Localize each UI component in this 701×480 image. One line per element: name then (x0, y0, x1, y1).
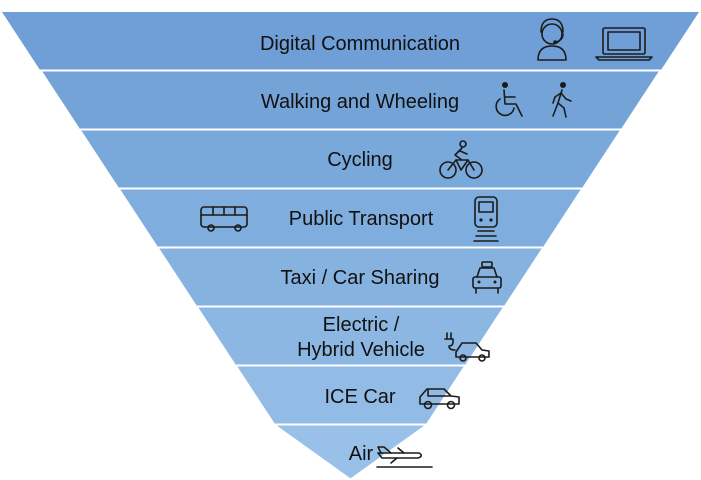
band-cycling (81, 130, 620, 188)
car-icon (419, 388, 460, 410)
bus-icon (200, 206, 248, 232)
level-label-ice-car: ICE Car (324, 386, 395, 408)
pyramid-level-ice-car: ICE Car (237, 366, 464, 424)
train-icon (473, 196, 499, 242)
taxi-icon (472, 261, 502, 294)
wheelchair-icon (495, 82, 523, 117)
laptop-icon (595, 27, 653, 61)
pyramid-level-taxi-car-sharing: Taxi / Car Sharing (159, 248, 542, 306)
level-label-cycling: Cycling (327, 149, 393, 171)
level-label-digital-communication: Digital Communication (260, 33, 460, 55)
level-label-hybrid-vehicle: Hybrid Vehicle (297, 339, 425, 361)
band-taxi-car-sharing (159, 248, 542, 306)
pyramid-level-walking-and-wheeling: Walking and Wheeling (42, 71, 659, 129)
level-label-public-transport: Public Transport (289, 208, 434, 230)
pyramid-level-public-transport: Public Transport (120, 189, 581, 247)
band-public-transport (120, 189, 581, 247)
band-digital-communication (2, 12, 699, 70)
bicycle-icon (439, 140, 483, 179)
pyramid-level-digital-communication: Digital Communication (2, 12, 699, 70)
airplane-icon (376, 446, 433, 468)
electric-car-icon (444, 332, 490, 362)
pyramid-level-air: Air (276, 425, 433, 478)
band-electric-hybrid-vehicle (198, 307, 503, 365)
walking-person-icon (552, 82, 572, 118)
pyramid-level-electric-hybrid-vehicle: Electric / Hybrid Vehicle (198, 307, 503, 365)
band-separators (40, 69, 661, 426)
pyramid-level-cycling: Cycling (81, 130, 620, 188)
level-label-electric: Electric / (323, 314, 400, 336)
level-label-taxi-car-sharing: Taxi / Car Sharing (281, 267, 440, 289)
level-label-air: Air (349, 443, 374, 465)
band-air (276, 425, 425, 478)
band-ice-car (237, 366, 464, 424)
level-label-walking-and-wheeling: Walking and Wheeling (261, 91, 459, 113)
headset-person-icon (537, 18, 567, 61)
